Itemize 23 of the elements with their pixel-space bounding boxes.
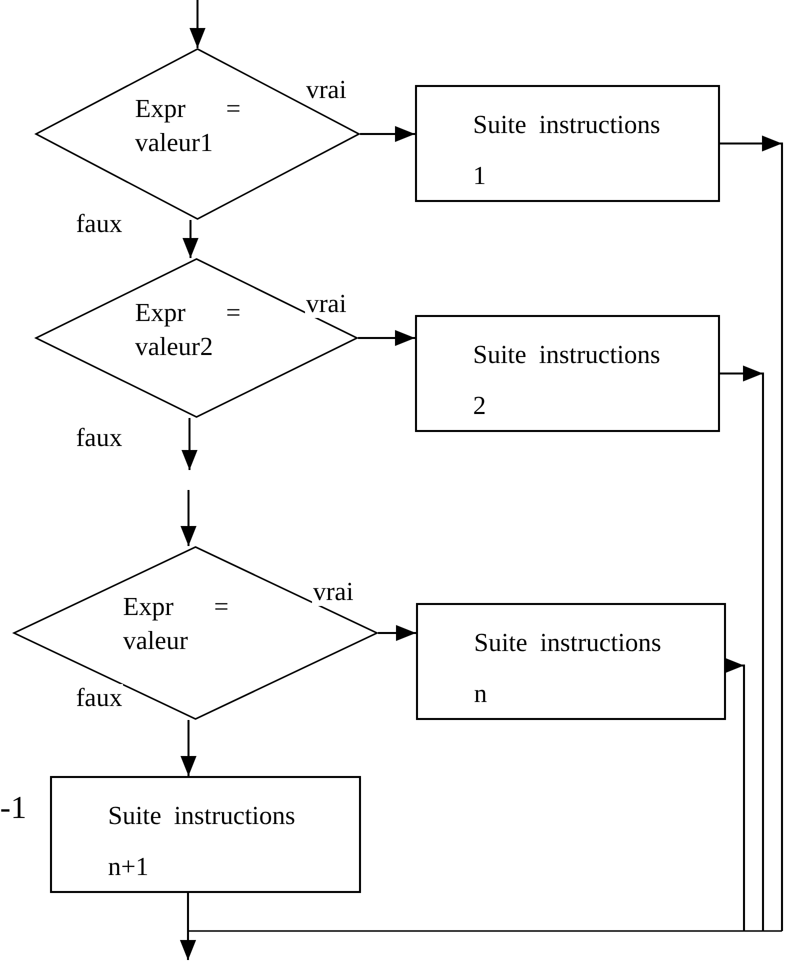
text-fragment: -1 xyxy=(0,790,27,824)
instruction-text: Suite instructions n xyxy=(474,627,662,710)
arrow xyxy=(180,490,196,546)
arrow xyxy=(182,418,198,470)
arrow xyxy=(190,0,206,48)
instruction-text: Suite instructions 2 xyxy=(473,339,662,422)
condition-text: Expr = valeur xyxy=(123,591,230,657)
decision-diamond xyxy=(35,258,358,418)
merge-line xyxy=(180,930,782,960)
arrow xyxy=(378,625,416,641)
arrow xyxy=(180,720,196,776)
instruction-text: Suite instructions 1 xyxy=(473,109,662,192)
condition-text: Expr = valeur1 xyxy=(135,93,242,159)
process-box xyxy=(416,603,726,720)
process-box xyxy=(415,85,720,202)
arrow xyxy=(358,330,415,346)
arrow xyxy=(182,220,198,258)
instruction-text: Suite instructions n+1 xyxy=(108,800,296,883)
decision-diamond xyxy=(13,546,378,720)
arrow xyxy=(360,126,415,142)
process-box xyxy=(50,776,361,893)
condition-text: Expr = valeur2 xyxy=(135,297,242,363)
process-box xyxy=(415,315,720,432)
